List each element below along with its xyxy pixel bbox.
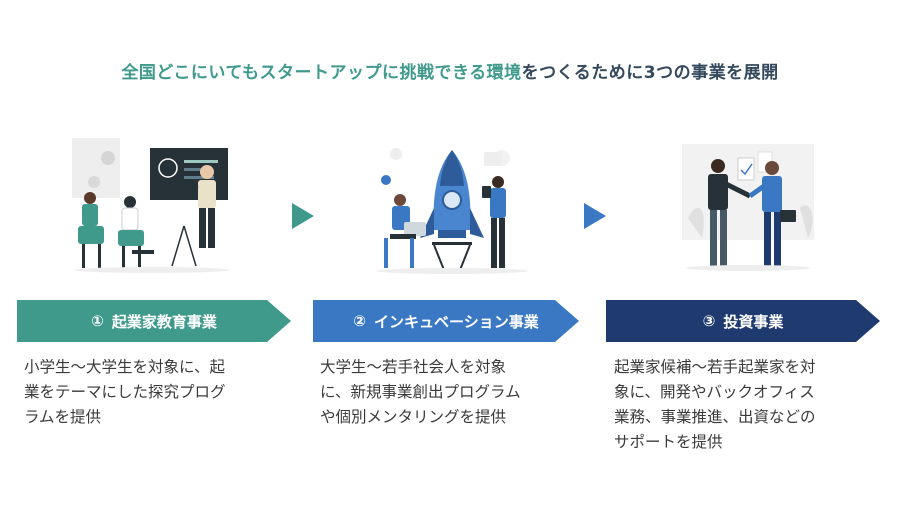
step-banner-incubation: ② インキュベーション事業	[313, 300, 579, 342]
step-connector-arrow	[584, 203, 606, 229]
step-banner-investment: ③ 投資事業	[606, 300, 880, 342]
step-title: 投資事業	[723, 312, 784, 331]
step-number: ②	[353, 312, 366, 330]
headline-highlight: 全国どこにいてもスタートアップに挑戦できる環境	[121, 63, 522, 83]
handshake-illustration	[668, 138, 828, 276]
step-number: ③	[702, 312, 716, 330]
rocket-launch-illustration	[372, 138, 532, 276]
classroom-presentation-illustration	[72, 138, 232, 276]
headline-rest: をつくるために3つの事業を展開	[521, 63, 779, 83]
step-description-investment: 起業家候補〜若手起業家を対 象に、開発やバックオフィス 業務、事業推進、出資など…	[614, 358, 816, 451]
step-title: インキュベーション事業	[374, 312, 539, 331]
page-headline: 全国どこにいてもスタートアップに挑戦できる環境をつくるために3つの事業を展開	[0, 58, 900, 83]
step-description-education: 小学生〜大学生を対象に、起 業をテーマにした探究プログ ラムを提供	[24, 358, 226, 426]
step-connector-arrow	[292, 203, 314, 229]
step-description-incubation: 大学生〜若手社会人を対象 に、新規事業創出プログラム や個別メンタリングを提供	[320, 358, 521, 426]
step-title: 起業家教育事業	[111, 312, 217, 331]
step-number: ①	[91, 312, 104, 330]
step-banner-education: ① 起業家教育事業	[17, 300, 291, 342]
